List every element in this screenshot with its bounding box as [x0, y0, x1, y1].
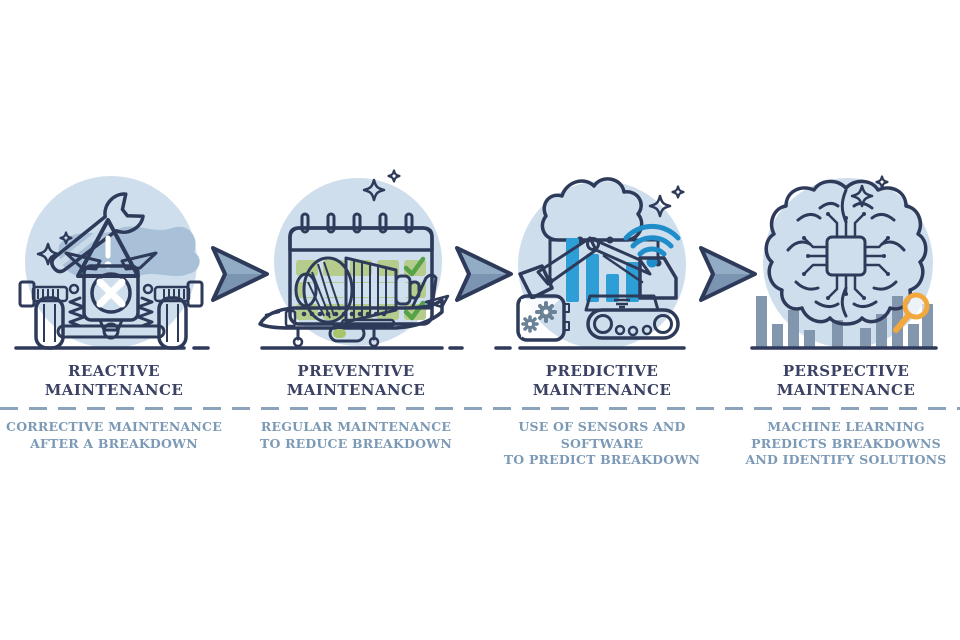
check-icon	[403, 256, 426, 277]
brain-icon	[764, 179, 928, 326]
description-line: AND IDENTIFY SOLUTIONS	[745, 452, 947, 467]
description-line: MACHINE LEARNING	[767, 419, 925, 434]
title-line: MAINTENANCE	[44, 381, 184, 399]
title-line: MAINTENANCE	[532, 381, 672, 399]
stage-description: USE OF SENSORS AND SOFTWARE TO PREDICT B…	[482, 419, 722, 469]
description-line: CORRECTIVE MAINTENANCE	[6, 419, 222, 434]
description-line: TO PREDICT BREAKDOWN	[503, 452, 701, 467]
description-line: TO REDUCE BREAKDOWN	[259, 435, 453, 451]
stage-title: REACTIVE MAINTENANCE	[0, 362, 228, 400]
excavator-cloud-sensors-icon	[494, 177, 686, 350]
software-screen-icon	[516, 294, 570, 342]
windows	[301, 311, 387, 317]
stage-description: REGULAR MAINTENANCE TO REDUCE BREAKDOWN	[236, 419, 476, 452]
dashed-divider-line	[0, 407, 960, 410]
cloud-icon	[540, 177, 644, 242]
sparkles-icon	[362, 169, 401, 202]
stage-reactive: REACTIVE MAINTENANCE CORRECTIVE MAINTENA…	[0, 0, 228, 640]
sparkles-icon	[648, 185, 685, 218]
title-line: PERSPECTIVE	[782, 362, 910, 380]
title-line: PREVENTIVE	[297, 362, 415, 380]
arrow-right-icon	[699, 246, 757, 302]
bucket	[518, 264, 554, 300]
description-line: AFTER A BREAKDOWN	[30, 435, 198, 451]
description-line: REGULAR MAINTENANCE	[260, 419, 452, 434]
excavator-icon	[518, 236, 680, 340]
stage-title: PERSPECTIVE MAINTENANCE	[732, 362, 960, 400]
stage-perspective: PERSPECTIVE MAINTENANCE MACHINE LEARNING…	[732, 0, 960, 640]
ai-brain-chip-magnifier-icon	[750, 175, 938, 350]
stage-predictive: PREDICTIVE MAINTENANCE USE OF SENSORS AN…	[488, 0, 716, 640]
arrow-right-icon	[211, 246, 269, 302]
broken-vehicle-wrench-warning-icon	[14, 176, 210, 350]
stage-description: MACHINE LEARNING PREDICTS BREAKDOWNS AND…	[726, 419, 960, 469]
description-line: PREDICTS BREAKDOWNS	[751, 435, 941, 451]
bolt-icon	[153, 280, 204, 308]
description-line: USE OF SENSORS AND SOFTWARE	[518, 419, 686, 451]
stage-title: PREVENTIVE MAINTENANCE	[242, 362, 470, 400]
title-line: REACTIVE	[68, 362, 160, 380]
magnifier-icon	[893, 292, 930, 333]
gears-icon	[521, 301, 557, 333]
arrow-right-icon	[455, 246, 513, 302]
title-line: MAINTENANCE	[776, 381, 916, 399]
title-line: MAINTENANCE	[286, 381, 426, 399]
title-line: PREDICTIVE	[545, 362, 659, 380]
tail-fin	[410, 273, 438, 310]
stage-preventive: PREVENTIVE MAINTENANCE REGULAR MAINTENAN…	[242, 0, 470, 640]
jet-engine-icon	[294, 256, 421, 324]
maintenance-calendar-airplane-icon	[258, 169, 464, 350]
airplane-icon	[258, 273, 450, 348]
chip-icon	[802, 212, 890, 300]
stage-description: CORRECTIVE MAINTENANCE AFTER A BREAKDOWN	[0, 419, 234, 452]
bolt-icon	[18, 280, 69, 308]
background-bars	[756, 296, 933, 348]
sparkles-icon	[36, 231, 73, 266]
stage-title: PREDICTIVE MAINTENANCE	[488, 362, 716, 400]
